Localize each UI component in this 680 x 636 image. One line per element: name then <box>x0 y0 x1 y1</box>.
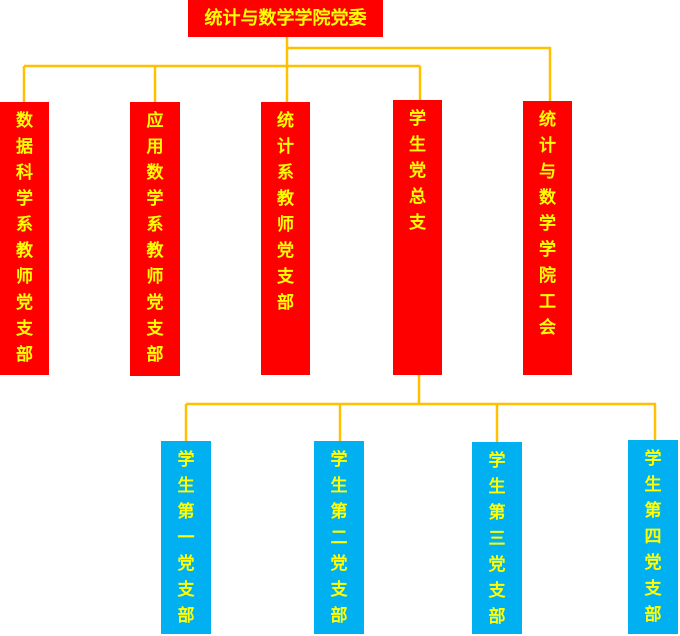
node-label: 学生党总支 <box>409 109 426 233</box>
node-data-science-branch: 数据科学系教师党支部 <box>0 102 49 375</box>
connector-root-to-union <box>287 46 552 101</box>
node-label: 应用数学系教师党支部 <box>146 111 164 365</box>
node-applied-math-branch: 应用数学系教师党支部 <box>130 102 180 376</box>
node-labor-union: 统计与数学学院工会 <box>523 101 572 375</box>
root-label: 统计与数学学院党委 <box>204 8 367 29</box>
node-label: 学生第二党支部 <box>330 450 348 626</box>
root-node: 统计与数学学院党委 <box>188 0 383 37</box>
node-student-general-branch: 学生党总支 <box>393 100 442 375</box>
node-label: 数据科学系教师党支部 <box>16 111 33 365</box>
node-student-branch-1: 学生第一党支部 <box>161 441 211 634</box>
node-label: 学生第四党支部 <box>644 449 662 625</box>
node-student-branch-3: 学生第三党支部 <box>472 442 522 634</box>
node-student-branch-4: 学生第四党支部 <box>628 440 678 634</box>
node-student-branch-2: 学生第二党支部 <box>314 441 364 634</box>
node-label: 学生第一党支部 <box>177 450 195 626</box>
node-label: 学生第三党支部 <box>488 451 506 627</box>
node-statistics-branch: 统计系教师党支部 <box>261 102 310 375</box>
node-label: 统计系教师党支部 <box>277 111 294 313</box>
node-label: 统计与数学学院工会 <box>539 110 556 338</box>
